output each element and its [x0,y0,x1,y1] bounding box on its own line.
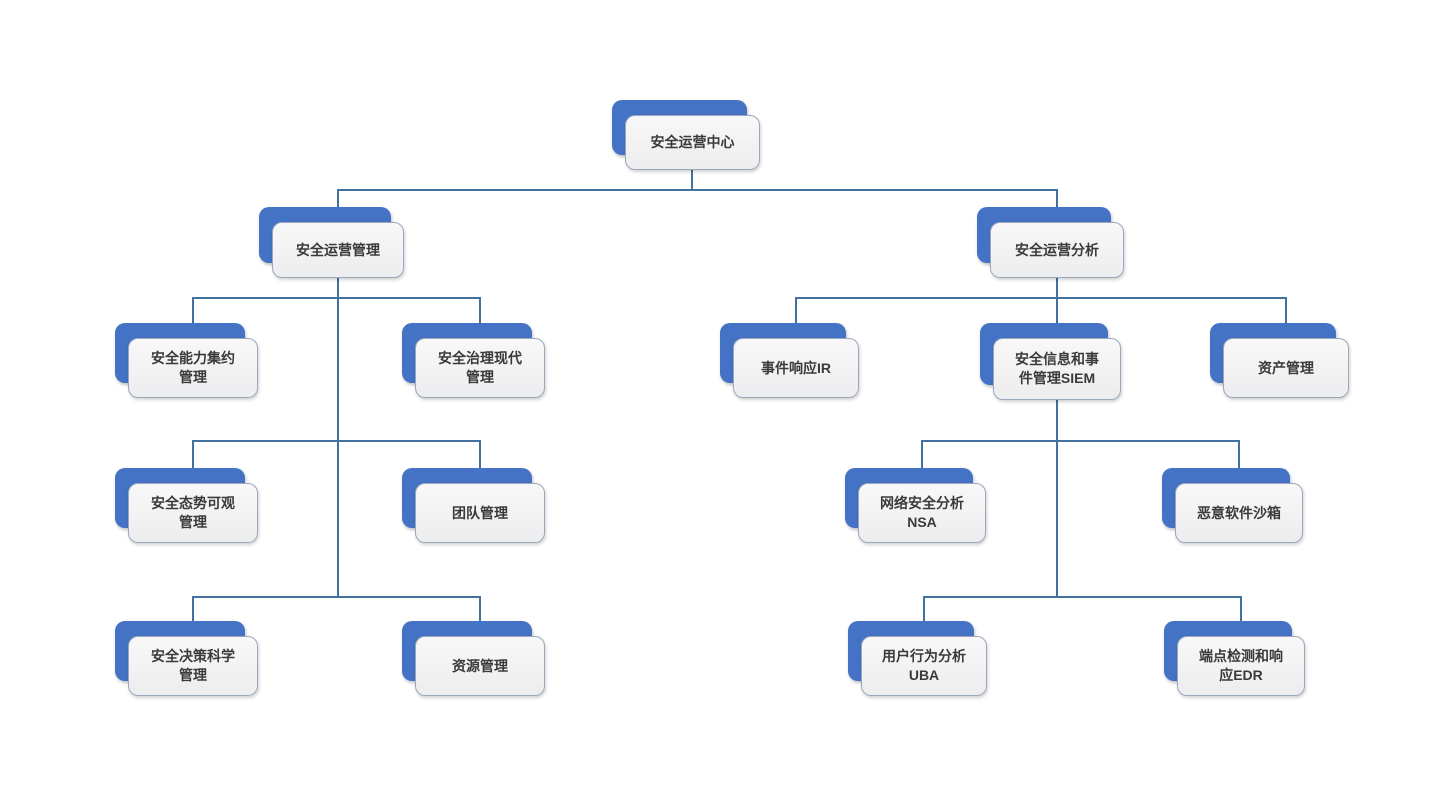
node-label-asset-management: 资产管理 [1258,359,1314,376]
node-asset-management: 资产管理 [1210,323,1349,398]
node-card-siem[interactable]: 安全信息和事 件管理SIEM [993,338,1121,400]
node-user-behavior-analysis-uba: 用户行为分析 UBA [848,621,987,696]
node-label-team-management: 团队管理 [452,504,508,521]
node-card-resource-management[interactable]: 资源管理 [415,636,545,696]
node-label-resource-management: 资源管理 [452,657,508,674]
node-label-security-operations-center: 安全运营中心 [650,134,735,151]
node-siem: 安全信息和事 件管理SIEM [980,323,1121,400]
node-label-user-behavior-analysis-uba: 用户行为分析 UBA [882,648,966,683]
node-card-endpoint-detection-response-edr[interactable]: 端点检测和响 应EDR [1177,636,1305,696]
node-security-operations-management: 安全运营管理 [259,207,404,278]
node-malware-sandbox: 恶意软件沙箱 [1162,468,1303,543]
connector-left-bar-row1 [192,297,481,338]
node-label-endpoint-detection-response-edr: 端点检测和响 应EDR [1199,648,1283,683]
node-card-incident-response-ir[interactable]: 事件响应IR [733,338,859,398]
node-network-security-analysis-nsa: 网络安全分析 NSA [845,468,986,543]
node-card-security-operations-analysis[interactable]: 安全运营分析 [990,222,1124,278]
node-label-decision-science-management: 安全决策科学 管理 [151,648,235,683]
node-governance-modernization-management: 安全治理现代 管理 [402,323,545,398]
node-card-security-operations-management[interactable]: 安全运营管理 [272,222,404,278]
node-card-decision-science-management[interactable]: 安全决策科学 管理 [128,636,258,696]
node-endpoint-detection-response-edr: 端点检测和响 应EDR [1164,621,1305,696]
node-label-malware-sandbox: 恶意软件沙箱 [1197,504,1281,521]
node-card-governance-modernization-management[interactable]: 安全治理现代 管理 [415,338,545,398]
node-label-security-operations-analysis: 安全运营分析 [1015,241,1099,258]
node-incident-response-ir: 事件响应IR [720,323,859,398]
node-label-governance-modernization-management: 安全治理现代 管理 [438,350,522,385]
connector-level2-bar [337,189,1058,222]
node-label-incident-response-ir: 事件响应IR [761,359,831,376]
node-security-operations-analysis: 安全运营分析 [977,207,1124,278]
connector-left-bar-row2 [192,440,481,483]
node-card-capability-consolidation-management[interactable]: 安全能力集约 管理 [128,338,258,398]
node-card-network-security-analysis-nsa[interactable]: 网络安全分析 NSA [858,483,986,543]
node-label-capability-consolidation-management: 安全能力集约 管理 [151,350,235,385]
connector-left-bar-row3 [192,596,481,636]
node-security-operations-center: 安全运营中心 [612,100,760,170]
node-decision-science-management: 安全决策科学 管理 [115,621,258,696]
node-team-management: 团队管理 [402,468,545,543]
node-resource-management: 资源管理 [402,621,545,696]
node-card-security-operations-center[interactable]: 安全运营中心 [625,115,760,170]
node-card-malware-sandbox[interactable]: 恶意软件沙箱 [1175,483,1303,543]
connector-right-bar-row1 [795,297,1287,338]
node-label-security-operations-management: 安全运营管理 [296,241,380,258]
node-label-siem: 安全信息和事 件管理SIEM [1015,351,1099,386]
node-label-posture-observability-management: 安全态势可观 管理 [151,495,235,530]
connector-right-bar-row3 [923,596,1242,636]
node-card-team-management[interactable]: 团队管理 [415,483,545,543]
connector-right-bar-row2 [921,440,1240,483]
node-capability-consolidation-management: 安全能力集约 管理 [115,323,258,398]
node-card-posture-observability-management[interactable]: 安全态势可观 管理 [128,483,258,543]
node-card-asset-management[interactable]: 资产管理 [1223,338,1349,398]
node-posture-observability-management: 安全态势可观 管理 [115,468,258,543]
node-label-network-security-analysis-nsa: 网络安全分析 NSA [880,495,964,530]
node-card-user-behavior-analysis-uba[interactable]: 用户行为分析 UBA [861,636,987,696]
